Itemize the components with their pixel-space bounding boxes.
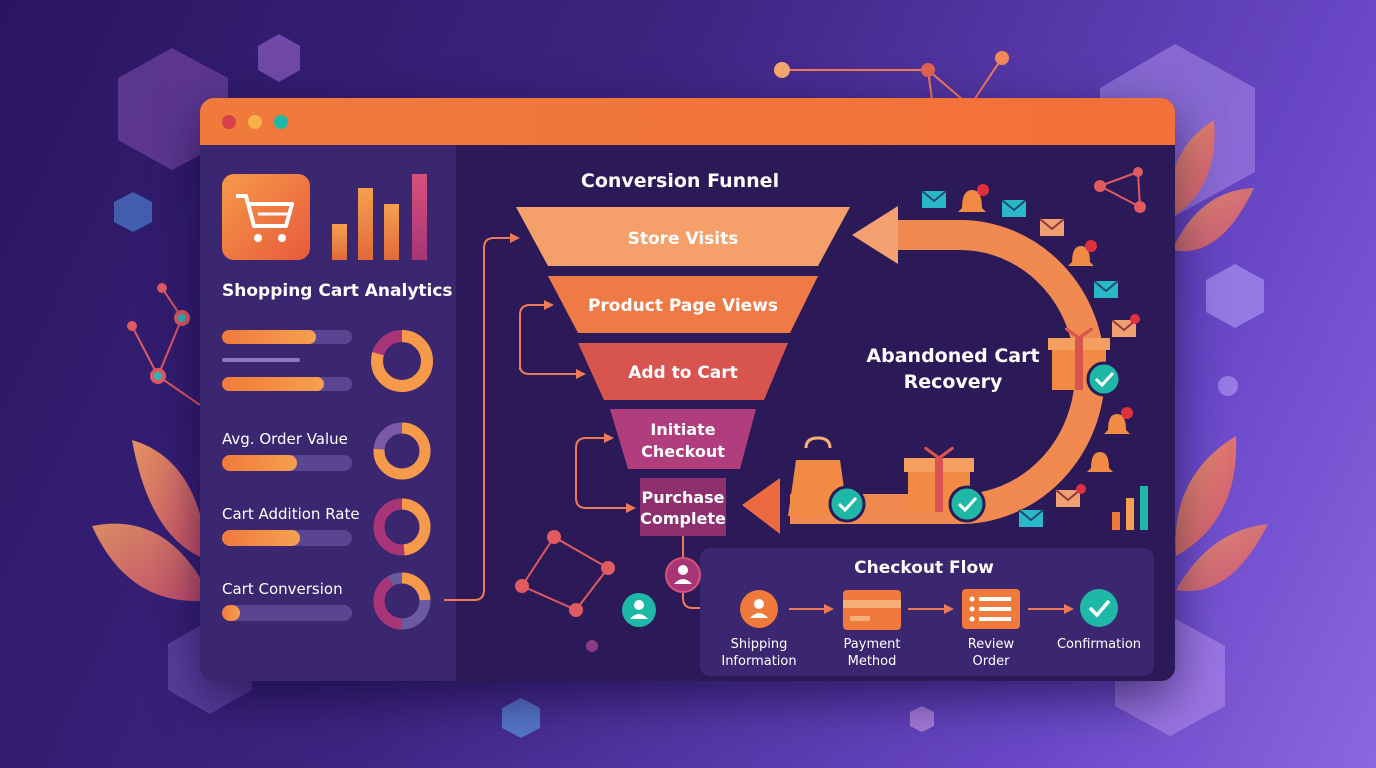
leaf-decoration xyxy=(92,523,212,602)
funnel-stage-label: Purchase xyxy=(641,488,724,507)
hexagon-decoration xyxy=(258,34,300,82)
checkout-step-label: Order xyxy=(973,654,1011,669)
metric-label: Cart Conversion xyxy=(222,580,343,598)
checkout-step-label: Payment xyxy=(844,637,901,652)
user-icon xyxy=(740,590,778,628)
email-icon xyxy=(921,190,1137,527)
donut-chart xyxy=(373,572,431,630)
metric-row: Cart Addition Rate xyxy=(222,498,431,556)
funnel-stage-label: Store Visits xyxy=(628,229,739,249)
checkout-step-label: Confirmation xyxy=(1057,637,1141,652)
donut-chart xyxy=(373,498,431,556)
funnel-stage-label: Add to Cart xyxy=(628,363,738,383)
donut-chart xyxy=(371,330,433,392)
metric-row xyxy=(222,330,433,392)
check-badge-icon xyxy=(948,485,986,523)
window-titlebar xyxy=(200,98,1175,145)
funnel-stage-purchase-complete[interactable]: Purchase Complete xyxy=(640,478,726,536)
checkout-step-payment[interactable]: Payment Method xyxy=(843,590,901,669)
leaf-decoration xyxy=(1175,436,1237,556)
progress-bar-fill xyxy=(222,377,324,391)
hexagon-decoration xyxy=(910,706,934,732)
leaf-decoration xyxy=(1176,524,1268,592)
funnel-connector xyxy=(519,300,732,613)
checkout-step-review[interactable]: Review Order xyxy=(962,589,1020,669)
window-close-dot[interactable] xyxy=(222,115,236,129)
user-icon xyxy=(622,593,656,627)
network-decoration xyxy=(1094,167,1146,213)
hexagon-decoration xyxy=(114,192,152,232)
checkout-step-shipping[interactable]: Shipping Information xyxy=(721,590,797,669)
funnel-title: Conversion Funnel xyxy=(581,170,779,192)
funnel-stage-initiate-checkout[interactable]: Initiate Checkout xyxy=(610,409,756,469)
hexagon-decoration xyxy=(502,698,540,738)
check-badge-icon xyxy=(828,485,866,523)
donut-chart xyxy=(373,422,431,480)
progress-bar-fill xyxy=(222,530,300,546)
notification-bell-icon xyxy=(958,184,1140,494)
credit-card-icon xyxy=(843,590,901,630)
metric-label: Cart Addition Rate xyxy=(222,505,360,523)
funnel-stage-product-views[interactable]: Product Page Views xyxy=(548,276,818,333)
user-icon xyxy=(665,557,701,593)
window-minimize-dot[interactable] xyxy=(248,115,262,129)
funnel-stage-label: Checkout xyxy=(641,442,725,461)
funnel-entry-arrow xyxy=(444,233,520,601)
cart-icon xyxy=(222,174,310,260)
hexagon-decoration xyxy=(1206,264,1264,328)
recovery-title: Abandoned Cart xyxy=(866,345,1039,367)
bar-chart-icon xyxy=(332,174,427,260)
checkout-step-label: Review xyxy=(968,637,1015,652)
checkout-flow-panel xyxy=(700,548,1154,676)
list-icon xyxy=(962,589,1020,629)
checkout-flow-title: Checkout Flow xyxy=(854,558,994,578)
checkout-step-label: Shipping xyxy=(731,637,788,652)
checkout-step-label: Method xyxy=(848,654,897,669)
metric-row: Avg. Order Value xyxy=(222,422,431,480)
funnel-stage-label: Initiate xyxy=(650,420,715,439)
check-badge-icon xyxy=(1086,361,1122,397)
check-icon xyxy=(1080,589,1118,627)
progress-bar-fill xyxy=(222,330,316,344)
leaf-decoration xyxy=(1167,120,1215,220)
funnel-stage-store-visits[interactable]: Store Visits xyxy=(516,207,850,266)
metric-label: Avg. Order Value xyxy=(222,430,348,448)
checkout-step-confirmation[interactable]: Confirmation xyxy=(1057,589,1141,652)
leaf-decoration xyxy=(132,440,208,560)
network-decoration xyxy=(515,530,615,652)
recovery-title: Recovery xyxy=(904,371,1003,393)
progress-bar-fill xyxy=(222,605,240,621)
leaf-decoration xyxy=(1172,188,1254,252)
bar-chart-icon xyxy=(1112,486,1148,530)
sidebar-title: Shopping Cart Analytics xyxy=(222,281,453,301)
funnel-stage-label: Product Page Views xyxy=(588,296,778,316)
window-maximize-dot[interactable] xyxy=(274,115,288,129)
metric-row: Cart Conversion xyxy=(222,572,431,630)
checkout-step-label: Information xyxy=(721,654,796,669)
funnel-stage-label: Complete xyxy=(640,509,726,528)
funnel-stage-add-to-cart[interactable]: Add to Cart xyxy=(578,343,788,400)
progress-bar-fill xyxy=(222,455,297,471)
